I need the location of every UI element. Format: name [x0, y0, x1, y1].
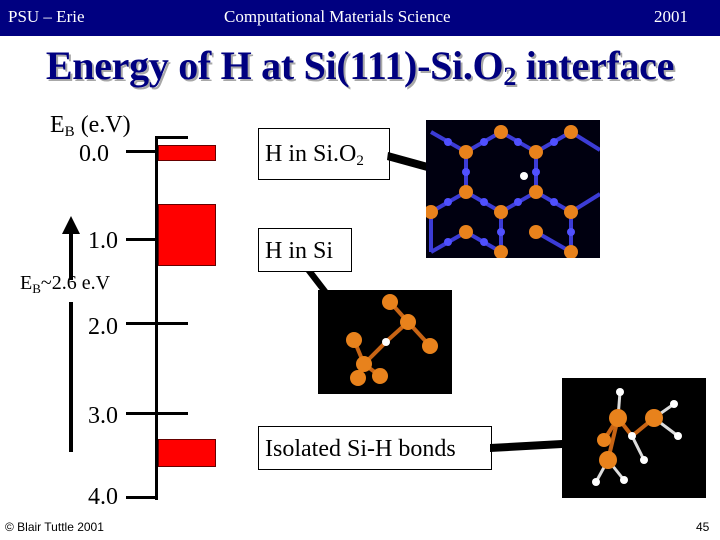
tick-mark-1 — [126, 238, 156, 241]
level-bar-h-in-sio2 — [158, 145, 216, 161]
energy-axis — [155, 136, 158, 500]
sio2-lattice-image — [426, 120, 600, 258]
level-label-h-in-si: H in Si — [258, 228, 352, 272]
tick-label-1: 1.0 — [88, 228, 118, 254]
tick-mark-3 — [126, 412, 156, 415]
tick-mark-2-right — [156, 322, 188, 325]
tick-label-3: 3.0 — [88, 403, 118, 429]
isolated-si-h-image — [562, 378, 706, 498]
tick-label-2: 2.0 — [88, 314, 118, 340]
tick-label-4: 4.0 — [88, 484, 118, 510]
header-year: 2001 — [654, 7, 688, 26]
level-label-h-in-sio2: H in Si.O2 — [258, 128, 390, 180]
slide-title: Energy of H at Si(111)-Si.O2 interface — [45, 43, 675, 91]
barrier-label: EB~2.6 e.V — [20, 272, 111, 296]
level-label-isolated: Isolated Si-H bonds — [258, 426, 492, 470]
header-course: Computational Materials Science — [224, 7, 451, 26]
header-institution: PSU – Erie — [8, 7, 85, 26]
barrier-arrow-icon — [62, 216, 80, 452]
footer-credit: © Blair Tuttle 2001 — [5, 520, 104, 534]
level-bar-isolated — [158, 439, 216, 467]
page-number: 45 — [696, 520, 710, 534]
h-in-si-image — [318, 290, 452, 394]
header-bar: PSU – Erie Computational Materials Scien… — [0, 0, 720, 36]
tick-mark-3-right — [156, 412, 188, 415]
tick-mark-2 — [126, 322, 156, 325]
tick-mark-4 — [126, 496, 156, 499]
tick-mark-0 — [126, 150, 156, 153]
tick-label-0: 0.0 — [79, 141, 109, 167]
tick-mark-top — [156, 136, 188, 139]
axis-label: EB (e.V) — [50, 112, 131, 140]
level-bar-h-in-si — [158, 204, 216, 266]
